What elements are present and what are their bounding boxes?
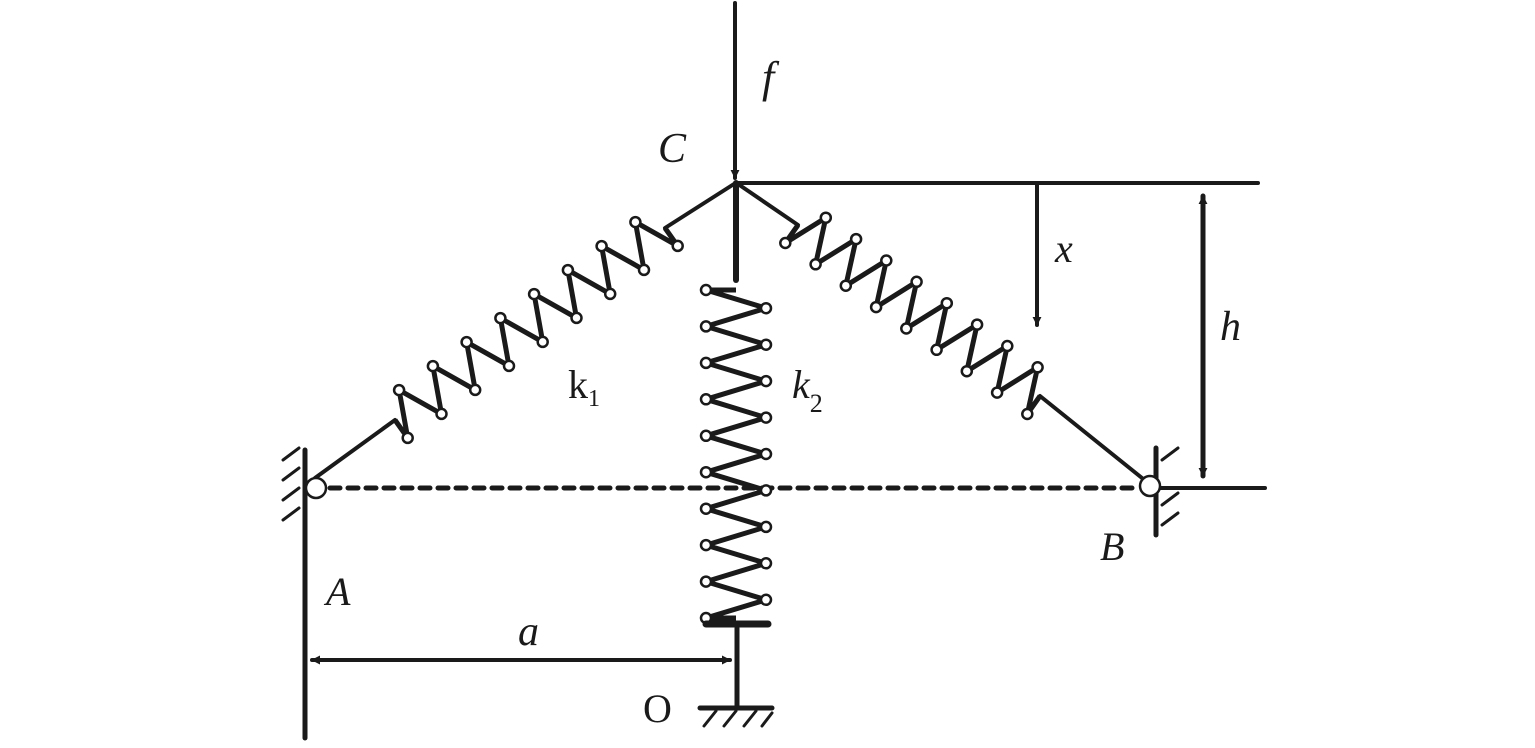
coil-turn xyxy=(839,279,853,292)
coil-turn xyxy=(759,557,773,570)
coil-turn xyxy=(527,287,541,301)
label-x: x xyxy=(1054,226,1073,271)
label-k2-main: k xyxy=(792,362,811,407)
label-h: h xyxy=(1220,304,1241,350)
coil-turn xyxy=(900,322,913,335)
coil-turn xyxy=(759,447,773,461)
label-origin: O xyxy=(643,686,672,731)
coil-turn xyxy=(570,311,583,325)
coil-turn xyxy=(401,431,414,445)
rod-c-right xyxy=(736,182,800,227)
label-k2: k2 xyxy=(792,362,823,418)
coil-turn xyxy=(435,407,448,421)
coil-turn xyxy=(759,301,773,315)
rod-b xyxy=(1038,394,1144,480)
coil-turn xyxy=(699,465,713,479)
coil-turn xyxy=(494,311,507,325)
coil-turn xyxy=(759,374,773,388)
coil-turn xyxy=(1031,361,1044,374)
spring-k1-coil-marks xyxy=(392,215,684,445)
coil-turn xyxy=(970,318,984,331)
coil-turn xyxy=(910,275,923,289)
coil-turn xyxy=(1001,339,1014,353)
label-k1: k1 xyxy=(568,362,600,412)
label-b-node: B xyxy=(1100,524,1124,569)
coil-turn xyxy=(699,429,713,443)
rod-c-left xyxy=(663,182,736,230)
coil-turn xyxy=(960,364,974,378)
coil-turn xyxy=(779,236,792,250)
coil-turn xyxy=(759,484,773,497)
coil-turn xyxy=(468,383,482,397)
coil-turn xyxy=(699,393,713,406)
coil-turn xyxy=(759,593,773,607)
coil-turn xyxy=(880,254,893,267)
coil-turn xyxy=(699,283,713,297)
coil-turn xyxy=(536,335,549,349)
coil-turn xyxy=(759,411,773,424)
spring-right xyxy=(782,215,1043,417)
coil-turn xyxy=(819,211,833,224)
coil-turn xyxy=(426,359,440,373)
label-a-distance: a xyxy=(518,609,539,655)
coil-turn xyxy=(699,356,713,370)
coil-turn xyxy=(392,383,406,397)
coil-turn xyxy=(940,296,954,310)
spring-k2 xyxy=(703,287,769,621)
coil-turn xyxy=(699,538,713,552)
pin-a xyxy=(304,476,328,500)
coil-turn xyxy=(460,335,473,349)
ground-hatch xyxy=(697,705,775,728)
coil-turn xyxy=(595,239,608,253)
coil-turn xyxy=(990,386,1004,399)
label-a-node: A xyxy=(323,569,351,614)
coil-turn xyxy=(809,258,822,271)
coil-turn xyxy=(1021,407,1034,421)
coil-turn xyxy=(561,263,575,277)
label-f: f xyxy=(762,53,780,102)
rod-a xyxy=(313,418,397,480)
coil-turn xyxy=(759,338,773,351)
label-k2-sub: 2 xyxy=(810,389,823,418)
coil-turn xyxy=(603,287,617,301)
coil-turn xyxy=(699,320,713,333)
coil-turn xyxy=(637,263,651,277)
label-k1-sub: 1 xyxy=(588,386,600,412)
spring-k1 xyxy=(392,219,681,441)
coil-turn xyxy=(930,343,943,357)
label-k1-main: k xyxy=(568,362,588,407)
coil-turn xyxy=(759,520,773,534)
spring-k2-coil-marks xyxy=(699,283,773,625)
coil-turn xyxy=(502,359,516,373)
coil-turn xyxy=(671,239,684,253)
label-c: C xyxy=(658,126,687,172)
wall-a-hatch xyxy=(281,446,308,741)
coil-turn xyxy=(849,232,863,246)
coil-turn xyxy=(629,215,642,229)
coil-turn xyxy=(869,300,883,314)
pin-b xyxy=(1138,474,1162,498)
coil-turn xyxy=(699,502,713,515)
coil-turn xyxy=(699,575,713,588)
spring-right-coil-marks xyxy=(779,211,1044,421)
